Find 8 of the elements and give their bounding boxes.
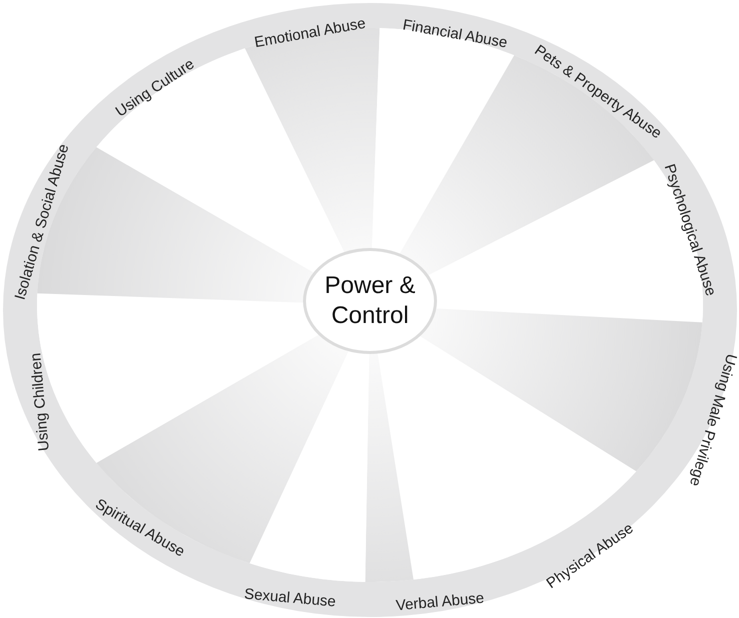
- segment-label: Emotional Abuse: [253, 14, 367, 52]
- hub-label: Power & Control: [324, 271, 416, 331]
- segment-label: Financial Abuse: [401, 16, 509, 52]
- segment-label: Using Male Privilege: [686, 352, 739, 488]
- segment-label: Isolation & Social Abuse: [12, 142, 72, 302]
- segment-label: Verbal Abuse: [395, 590, 485, 614]
- segment-label: Sexual Abuse: [244, 586, 336, 610]
- segment-label: Using Children: [27, 352, 53, 452]
